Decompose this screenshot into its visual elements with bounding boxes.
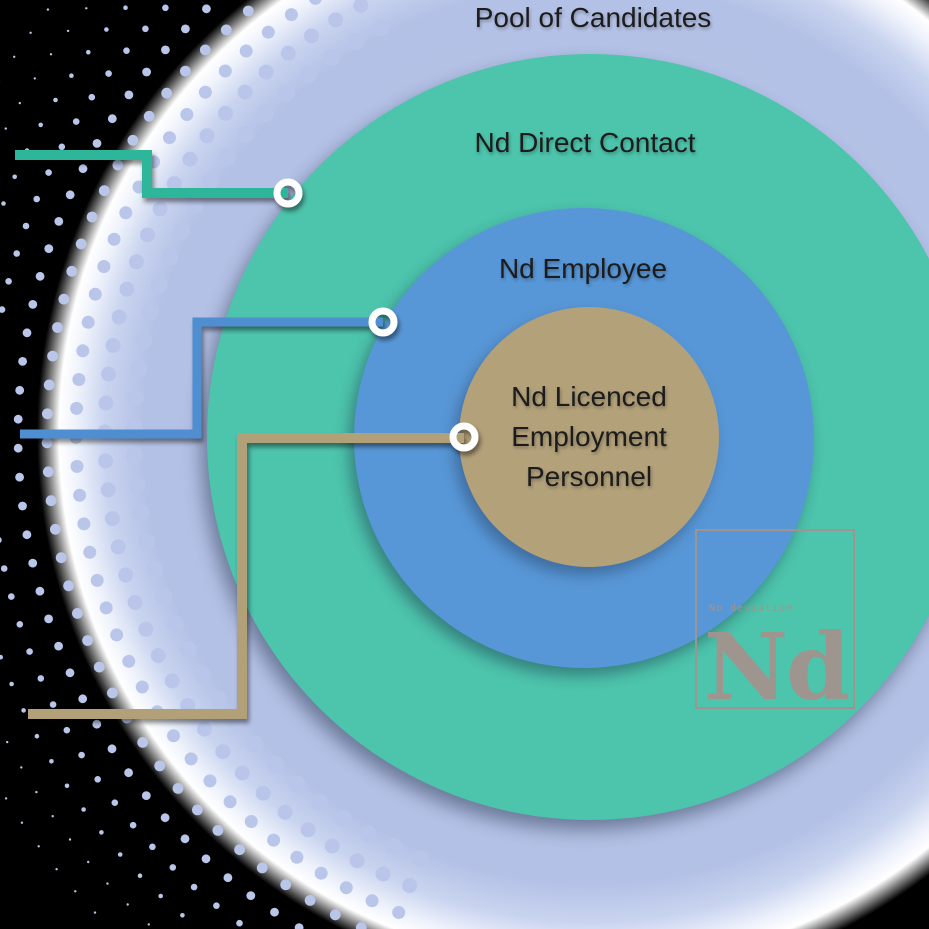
pool-of-candidates-label: Pool of Candidates — [474, 2, 712, 33]
callout-line-licenced — [28, 433, 464, 719]
direct-contact-label: Nd Direct Contact — [474, 127, 696, 158]
licenced-personnel-circle — [459, 307, 719, 567]
callout-line-employee — [20, 317, 383, 439]
licenced-personnel-label: Nd Licenced Employment Personnel — [511, 377, 667, 497]
licenced-label-line3: Personnel — [525, 461, 653, 492]
callout-marker-direct-contact — [273, 178, 303, 208]
licenced-label-line1: Nd Licenced — [511, 381, 667, 412]
callout-marker-employee — [368, 307, 398, 337]
callout-marker-licenced — [449, 422, 479, 452]
nd-logo-tagline: No deviation — [709, 603, 794, 614]
licenced-label-line2: Employment — [511, 421, 667, 452]
nd-logo-wordmark: Nd — [704, 613, 850, 722]
callout-line-direct-contact — [15, 150, 288, 198]
nd-logo: No deviation Nd — [695, 529, 855, 722]
employee-label: Nd Employee — [498, 253, 668, 284]
